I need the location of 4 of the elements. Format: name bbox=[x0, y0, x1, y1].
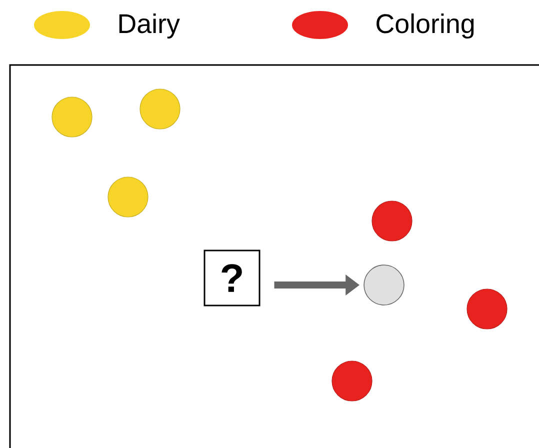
empty-circle bbox=[364, 264, 404, 306]
legend-label: Coloring bbox=[376, 13, 474, 39]
question-box: ? bbox=[204, 250, 260, 306]
legend-label: Dairy bbox=[119, 13, 180, 39]
